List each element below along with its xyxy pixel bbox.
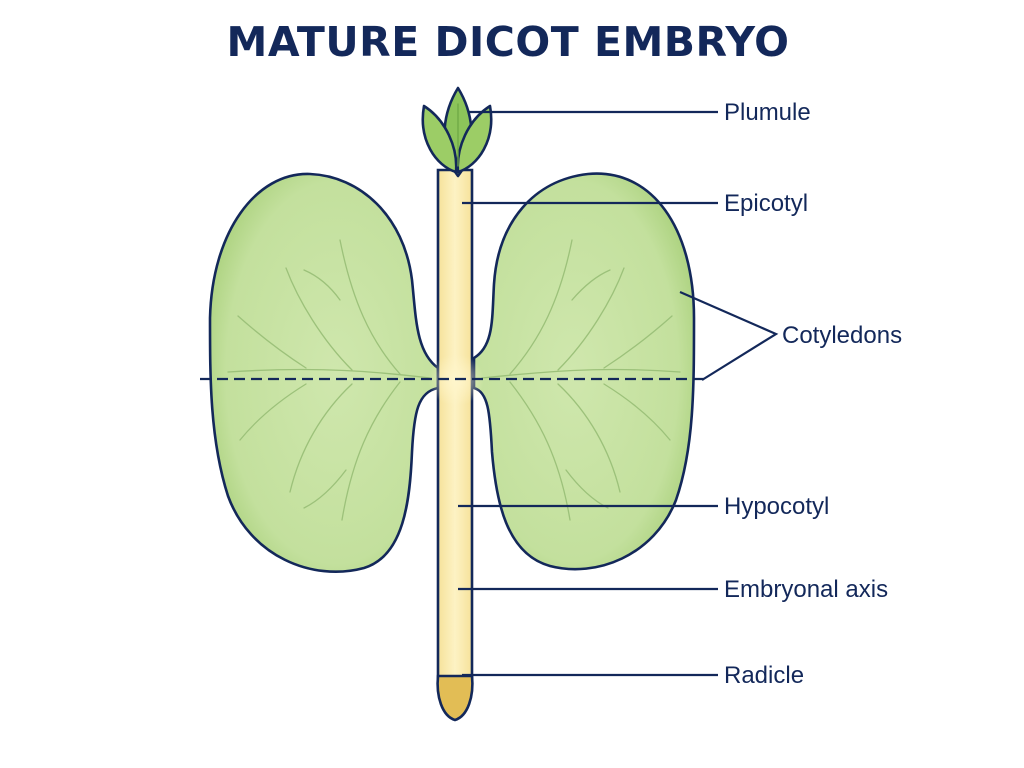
radicle-tip [436, 674, 474, 722]
left-cotyledon-veins [227, 239, 431, 521]
label-epicotyl: Epicotyl [724, 190, 808, 217]
label-plumule: Plumule [724, 99, 811, 126]
label-hypocotyl: Hypocotyl [724, 493, 829, 520]
plumule-leaf-right [456, 104, 493, 174]
right-cotyledon [472, 172, 696, 571]
right-cotyledon-veins [481, 239, 681, 521]
embryonal-axis [436, 168, 474, 686]
plumule [421, 86, 493, 178]
left-cotyledon [208, 172, 440, 573]
label-embryonal-axis: Embryonal axis [724, 576, 888, 603]
label-radicle: Radicle [724, 662, 804, 689]
cotyledons-leader [679, 290, 779, 381]
diagram-title: MATURE DICOT EMBRYO [227, 18, 790, 66]
plumule-leaf-left [421, 104, 458, 174]
leader-lines [458, 110, 779, 677]
label-cotyledons: Cotyledons [782, 322, 902, 349]
